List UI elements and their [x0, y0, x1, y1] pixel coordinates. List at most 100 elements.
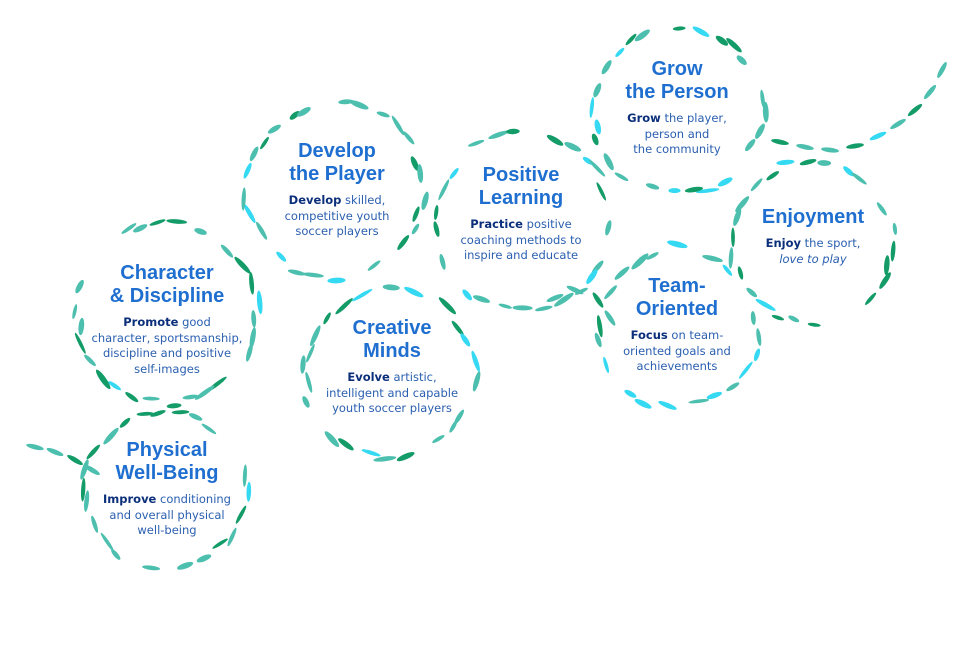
- desc-text: skilled,: [341, 193, 386, 207]
- leaf-dash: [119, 417, 131, 428]
- leaf-dash: [702, 254, 723, 263]
- leaf-dash: [760, 89, 765, 108]
- leaf-dash: [84, 354, 96, 367]
- leaf-dash: [142, 396, 160, 401]
- leaf-dash: [67, 454, 83, 466]
- leaf-dash: [604, 310, 616, 326]
- desc-text: artistic,: [389, 370, 437, 384]
- title-line: Creative: [352, 317, 432, 339]
- node-description: Improve conditioning and overall physica…: [62, 492, 272, 539]
- leaf-dash: [923, 84, 937, 100]
- leaf-dash: [771, 314, 784, 321]
- title-line: Develop: [298, 140, 376, 162]
- leaf-dash: [735, 196, 750, 213]
- leaf-dash: [788, 315, 800, 323]
- leaf-dash: [460, 333, 471, 347]
- leaf-dash: [149, 219, 166, 226]
- desc-line: discipline and positive: [102, 346, 232, 360]
- leaf-dash: [46, 447, 64, 457]
- leaf-dash: [305, 371, 313, 393]
- title-line: Positive: [482, 164, 560, 186]
- leaf-dash: [111, 549, 121, 560]
- swoosh-left: [26, 443, 100, 476]
- leaf-dash: [404, 286, 424, 298]
- leaf-dash: [733, 208, 742, 226]
- keyword: Develop: [288, 193, 342, 207]
- ring-develop-the-player: [241, 99, 429, 284]
- swoosh-middle: [546, 285, 616, 326]
- leaf-dash: [327, 277, 346, 284]
- leaf-dash: [302, 272, 324, 278]
- title-line: Learning: [478, 187, 564, 209]
- leaf-dash: [196, 554, 212, 563]
- desc-line: achievements: [636, 359, 718, 373]
- ring-creative-minds: [300, 284, 481, 462]
- leaf-dash: [276, 251, 287, 262]
- desc-line: well-being: [137, 523, 197, 537]
- leaf-dash: [249, 272, 255, 295]
- leaf-dash: [603, 356, 610, 374]
- leaf-dash: [108, 381, 122, 391]
- leaf-dash: [95, 369, 111, 390]
- desc-text: positive: [522, 217, 572, 231]
- node-title: Character & Discipline: [62, 262, 272, 308]
- leaf-dash: [750, 178, 763, 192]
- title-line: the Person: [625, 81, 729, 103]
- node-grow-the-person: Grow the Person Grow the player, person …: [572, 58, 782, 158]
- node-description: Develop skilled, competitive youth socce…: [232, 193, 442, 240]
- leaf-dash: [594, 119, 602, 135]
- leaf-dash: [646, 252, 659, 260]
- leaf-dash: [890, 118, 906, 130]
- leaf-dash: [614, 172, 629, 182]
- leaf-dash: [382, 284, 400, 291]
- title-line: Team-: [648, 275, 706, 297]
- leaf-dash: [241, 187, 246, 211]
- leaf-dash: [736, 55, 747, 65]
- leaf-dash: [391, 115, 405, 136]
- desc-line: character, sportsmanship,: [91, 330, 243, 345]
- leaf-dash: [439, 254, 446, 270]
- leaf-dash: [684, 186, 704, 193]
- leaf-dash: [246, 481, 252, 502]
- leaf-dash: [260, 136, 269, 150]
- leaf-dash: [796, 144, 814, 150]
- node-description: Grow the player, person and the communit…: [572, 111, 782, 158]
- leaf-dash: [234, 256, 251, 274]
- leaf-dash: [658, 400, 677, 410]
- leaf-dash: [625, 33, 637, 46]
- node-title: Team- Oriented: [572, 275, 782, 321]
- leaf-dash: [807, 322, 821, 327]
- leaf-dash: [412, 206, 420, 222]
- leaf-dash: [367, 260, 381, 271]
- node-title: Enjoyment: [708, 206, 918, 229]
- desc-line: love to play: [779, 251, 847, 266]
- leaf-dash: [750, 311, 756, 325]
- leaf-dash: [624, 389, 637, 398]
- leaf-dash: [80, 459, 89, 480]
- leaf-dash: [688, 399, 710, 404]
- leaf-dash: [766, 171, 780, 181]
- ring-character-discipline: [72, 219, 263, 409]
- leaf-dash: [182, 394, 199, 400]
- leaf-dash: [125, 392, 139, 403]
- leaf-dash: [592, 292, 604, 308]
- keyword: Improve: [103, 492, 157, 506]
- leaf-dash: [100, 532, 114, 552]
- leaf-dash: [473, 295, 490, 303]
- title-line: the Player: [289, 163, 385, 185]
- desc-line: intelligent and capable: [325, 385, 459, 400]
- node-description: Enjoy the sport, love to play: [708, 236, 918, 267]
- leaf-dash: [851, 172, 867, 185]
- leaf-dash: [892, 222, 898, 235]
- leaf-dash: [467, 139, 485, 147]
- node-title: Physical Well-Being: [62, 439, 272, 485]
- leaf-dash: [890, 240, 896, 262]
- leaf-dash: [726, 38, 742, 53]
- leaf-dash: [667, 240, 688, 249]
- leaf-dash: [799, 158, 817, 166]
- leaf-dash: [879, 272, 891, 289]
- title-line: & Discipline: [109, 285, 225, 307]
- node-title: Grow the Person: [572, 58, 782, 104]
- leaf-dash: [74, 332, 86, 354]
